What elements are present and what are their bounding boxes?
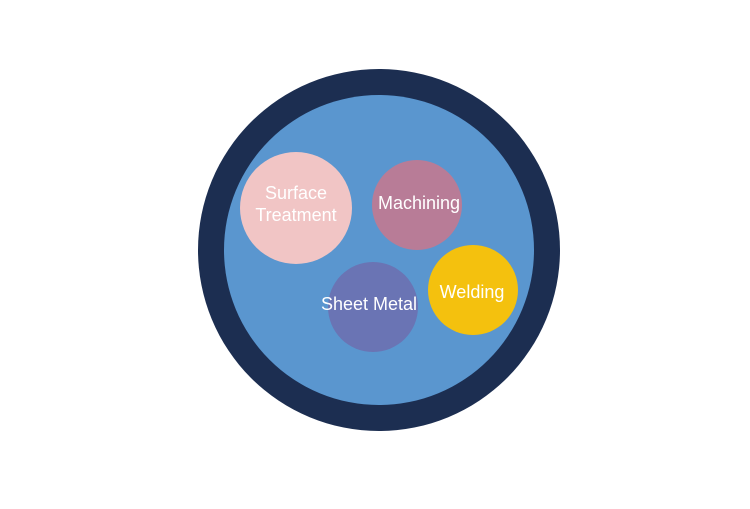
- surface-treatment-bubble: [240, 152, 352, 264]
- sheet-metal-bubble: [328, 262, 418, 352]
- sheet-metal-label: Sheet Metal: [320, 294, 418, 314]
- surface-treatment-label: Surface Treatment: [255, 182, 336, 226]
- machining-bubble: [372, 160, 462, 250]
- surface-treatment-label-line2: Treatment: [255, 205, 337, 225]
- welding-bubble: [428, 245, 518, 335]
- machining-label: Machining: [377, 193, 461, 213]
- welding-label: Welding: [439, 282, 505, 302]
- surface-treatment-label-line1: Surface: [264, 183, 328, 203]
